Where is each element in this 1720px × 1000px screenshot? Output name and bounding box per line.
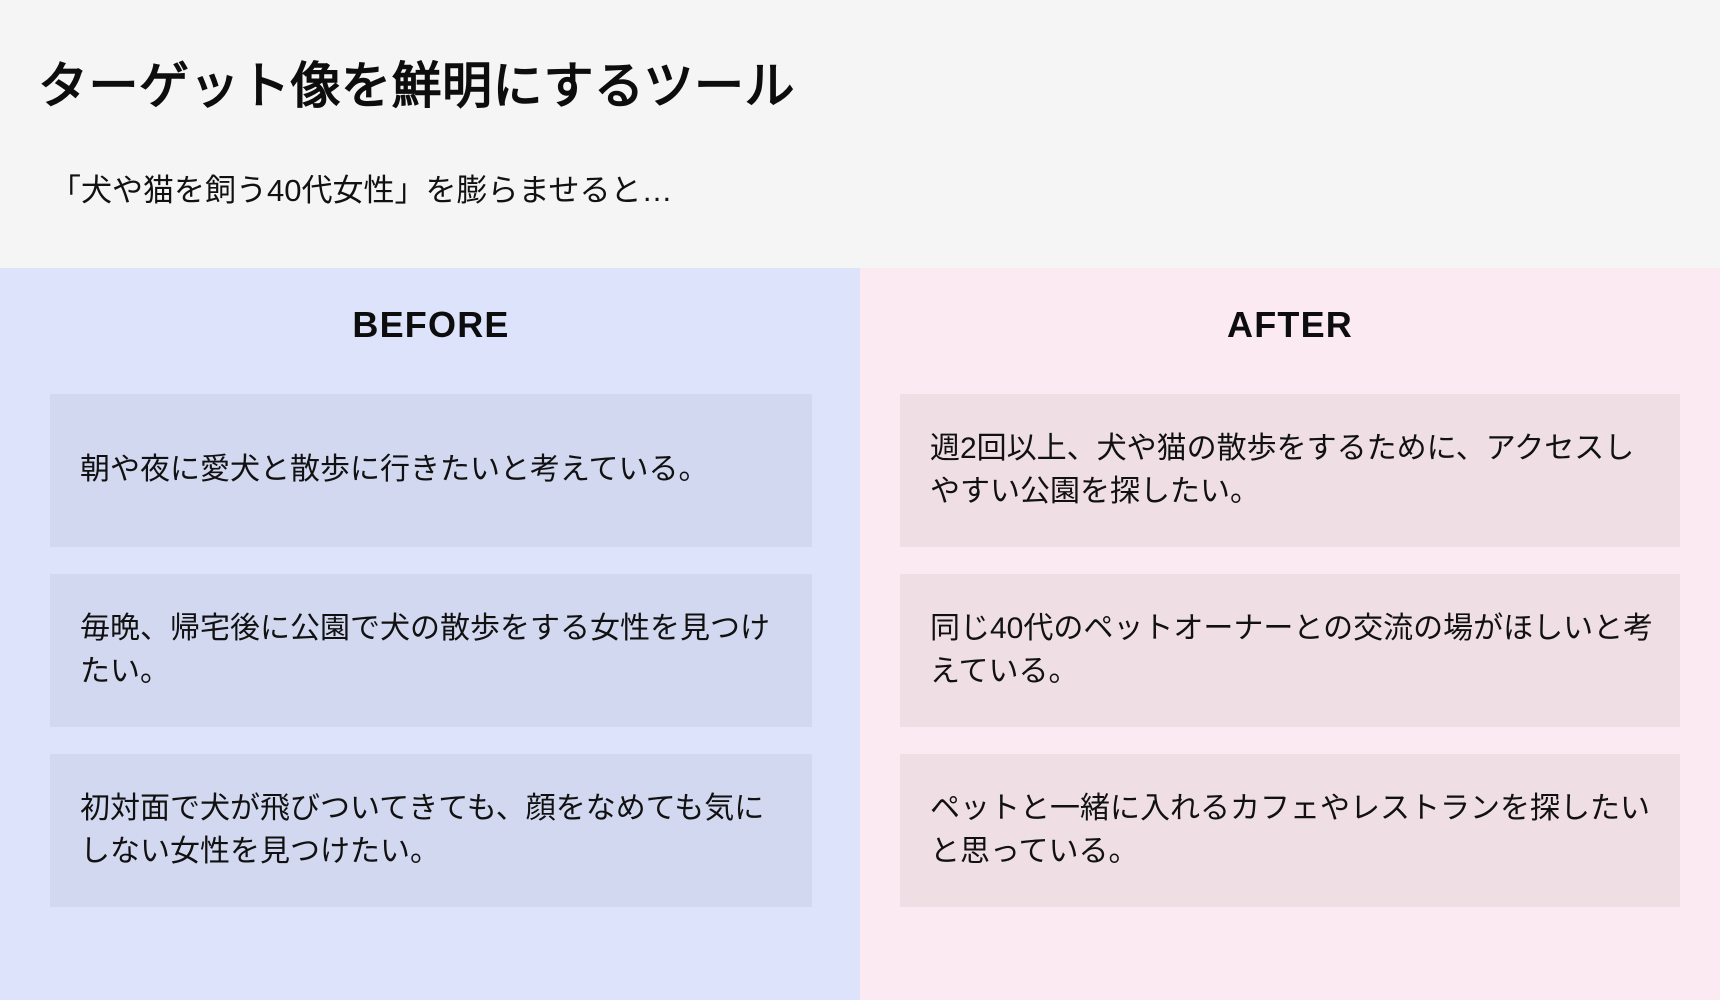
column-heading-after: AFTER: [1227, 304, 1353, 345]
slide-header: ターゲット像を鮮明にするツール 「犬や猫を飼う40代女性」を膨らませると…: [0, 0, 1720, 268]
column-heading-before: BEFORE: [352, 304, 510, 345]
card-text: 毎晩、帰宅後に公園で犬の散歩をする女性を見つけたい。: [80, 611, 770, 688]
list-item: 朝や夜に愛犬と散歩に行きたいと考えている。: [50, 394, 812, 547]
card-list-before: 朝や夜に愛犬と散歩に行きたいと考えている。 毎晩、帰宅後に公園で犬の散歩をする女…: [50, 394, 812, 907]
list-item: 初対面で犬が飛びついてきても、顔をなめても気にしない女性を見つけたい。: [50, 754, 812, 907]
card-text: 朝や夜に愛犬と散歩に行きたいと考えている。: [80, 453, 709, 487]
list-item: 週2回以上、犬や猫の散歩をするために、アクセスしやすい公園を探したい。: [900, 394, 1680, 547]
card-list-after: 週2回以上、犬や猫の散歩をするために、アクセスしやすい公園を探したい。 同じ40…: [900, 394, 1680, 907]
column-before: BEFORE 朝や夜に愛犬と散歩に行きたいと考えている。 毎晩、帰宅後に公園で犬…: [0, 268, 860, 1000]
card-text: 初対面で犬が飛びついてきても、顔をなめても気にしない女性を見つけたい。: [80, 791, 765, 868]
list-item: ペットと一緒に入れるカフェやレストランを探したいと思っている。: [900, 754, 1680, 907]
card-text: 週2回以上、犬や猫の散歩をするために、アクセスしやすい公園を探したい。: [930, 431, 1635, 508]
card-text: 同じ40代のペットオーナーとの交流の場がほしいと考えている。: [930, 611, 1654, 688]
comparison-columns: BEFORE 朝や夜に愛犬と散歩に行きたいと考えている。 毎晩、帰宅後に公園で犬…: [0, 268, 1720, 1000]
card-text: ペットと一緒に入れるカフェやレストランを探したいと思っている。: [930, 791, 1650, 868]
page-title: ターゲット像を鮮明にするツール: [38, 57, 795, 114]
list-item: 毎晩、帰宅後に公園で犬の散歩をする女性を見つけたい。: [50, 574, 812, 727]
column-after: AFTER 週2回以上、犬や猫の散歩をするために、アクセスしやすい公園を探したい…: [860, 268, 1720, 1000]
list-item: 同じ40代のペットオーナーとの交流の場がほしいと考えている。: [900, 574, 1680, 727]
page-subtitle: 「犬や猫を飼う40代女性」を膨らませると…: [50, 172, 673, 208]
